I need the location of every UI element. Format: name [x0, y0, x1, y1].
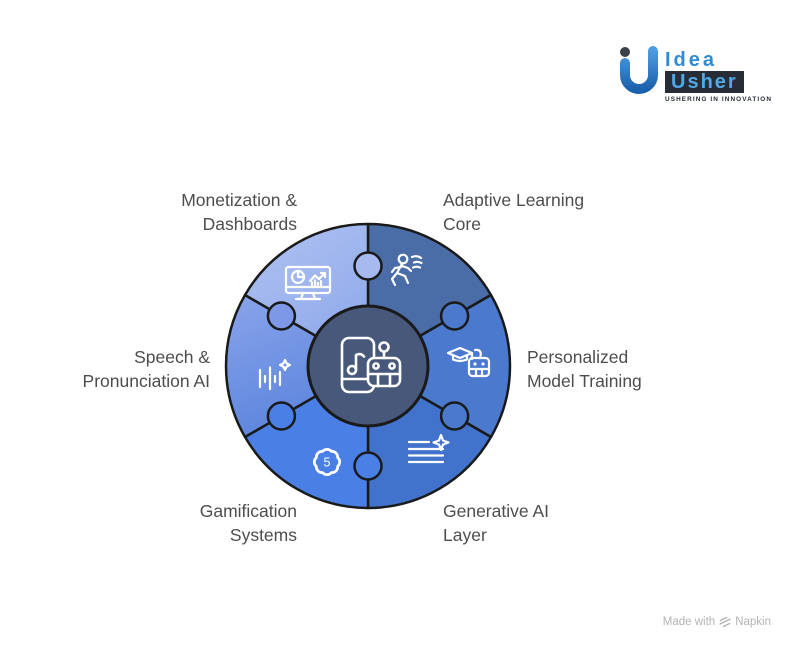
label-line: Model Training — [527, 371, 642, 391]
puzzle-wheel-diagram: 5 — [224, 222, 512, 510]
label-generative-ai-layer: Generative AI Layer — [443, 499, 549, 547]
puzzle-knob-lower-right — [439, 401, 470, 431]
napkin-logo-icon — [719, 616, 731, 628]
label-line: Systems — [229, 525, 297, 545]
puzzle-knob-lower-left — [266, 401, 297, 431]
made-with-napkin-credit: Made with Napkin — [663, 616, 771, 628]
label-line: Dashboards — [202, 214, 297, 234]
credit-brand: Napkin — [735, 616, 771, 628]
label-line: Layer — [443, 525, 487, 545]
label-line: Personalized — [527, 347, 629, 367]
graduation-robot-icon — [446, 346, 491, 378]
logo-u-shape — [620, 46, 658, 94]
segment-personalized-model-training — [366, 293, 512, 439]
label-line: Monetization & — [181, 190, 297, 210]
label-monetization-dashboards: Monetization & Dashboards — [181, 188, 297, 236]
waveform-sparkle-icon — [258, 358, 292, 391]
logo-brand-bottom: Usher — [665, 71, 744, 93]
logo-tagline: USHERING IN INNOVATION — [665, 96, 773, 103]
label-line: Pronunciation AI — [82, 371, 210, 391]
label-adaptive-learning-core: Adaptive Learning Core — [443, 188, 584, 236]
label-speech-pronunciation-ai: Speech & Pronunciation AI — [83, 345, 210, 393]
credit-prefix: Made with — [662, 616, 716, 628]
text-sparkle-icon — [407, 433, 450, 464]
label-line: Speech & — [134, 347, 210, 367]
dashboard-monitor-icon — [284, 265, 332, 301]
idea-usher-logo: Idea Usher USHERING IN INNOVATION — [616, 44, 772, 103]
label-line: Generative AI — [443, 501, 550, 521]
label-line: Core — [443, 214, 481, 234]
music-app-robot-icon — [340, 336, 402, 394]
running-figure-icon — [390, 253, 423, 287]
badge-number: 5 — [324, 456, 331, 470]
idea-usher-u-icon — [620, 46, 658, 94]
label-line: Gamification — [199, 501, 297, 521]
puzzle-knob-upper-right — [439, 301, 470, 331]
logo-brand-top: Idea — [665, 49, 718, 71]
label-gamification-systems: Gamification Systems — [200, 499, 297, 547]
label-line: Adaptive Learning — [443, 190, 585, 210]
segment-speech-pronunciation-ai — [224, 293, 370, 439]
puzzle-knob-bottom — [353, 451, 383, 481]
puzzle-knob-top — [353, 251, 383, 281]
logo-dot — [620, 47, 630, 57]
logo-text-block: Idea Usher USHERING IN INNOVATION — [665, 44, 772, 103]
badge-icon: 5 — [312, 447, 342, 477]
puzzle-knob-upper-left — [266, 301, 297, 331]
label-personalized-model-training: Personalized Model Training — [527, 345, 642, 393]
